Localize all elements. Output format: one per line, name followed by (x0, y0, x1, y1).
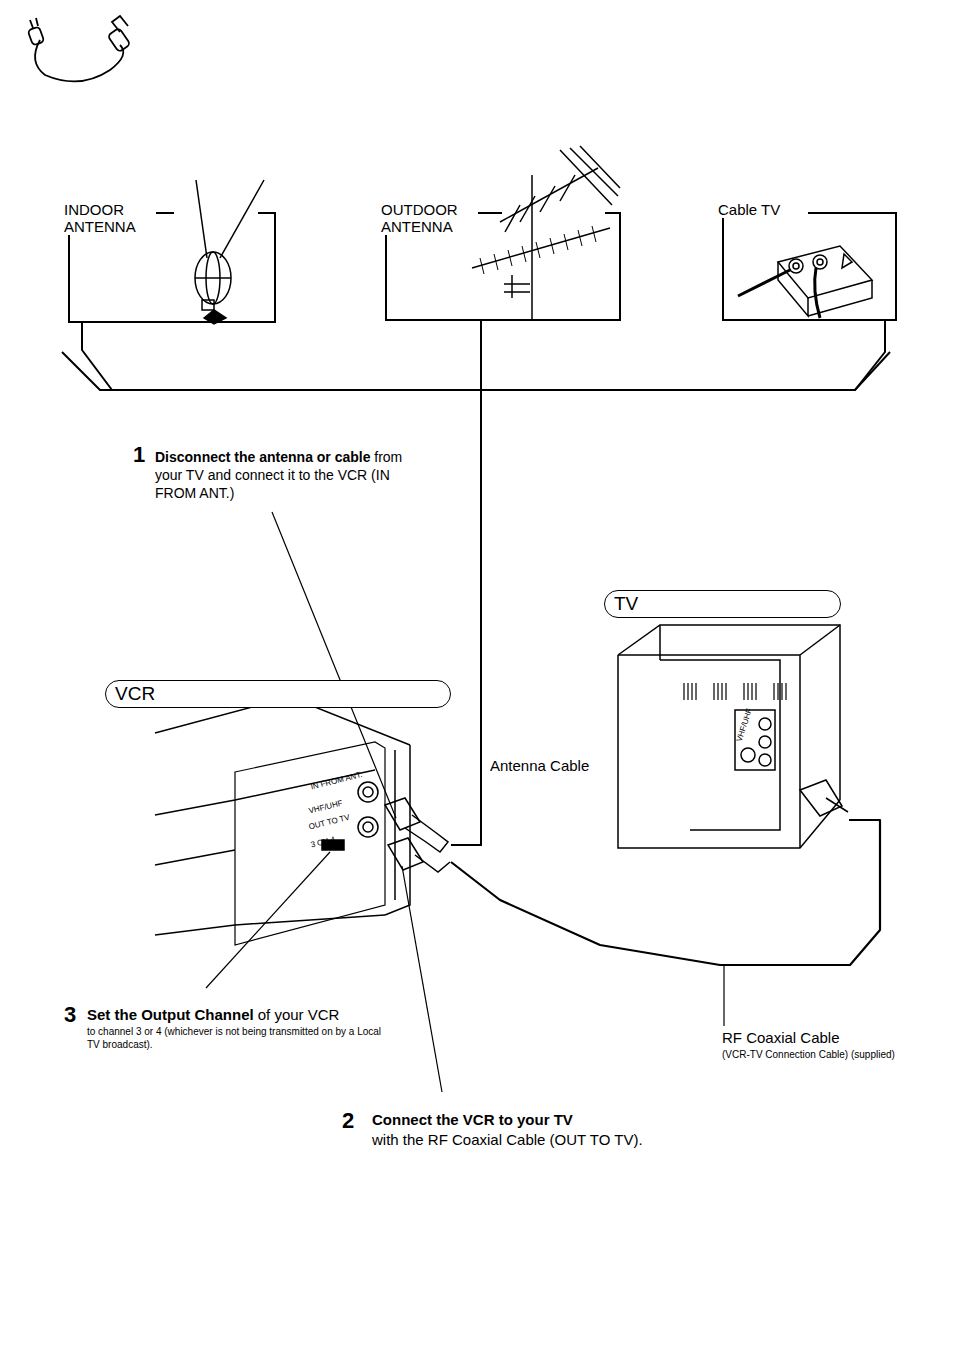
cable-connector (451, 321, 885, 845)
note-text: Set the Output Channel (87, 1006, 254, 1023)
note-text: IN FROM ANT. (310, 770, 363, 792)
source-box: INDOOR ANTENNA (68, 213, 276, 323)
note-text: VHF/UHF (308, 798, 344, 815)
cable-box (738, 246, 872, 318)
source-box: Cable TV (722, 213, 897, 321)
box-heading: OUTDOOR ANTENNA (379, 201, 473, 235)
note-text: Antenna Cable (490, 757, 589, 774)
note-text: of your VCR (258, 1006, 340, 1023)
box-heading: Cable TV (716, 201, 782, 218)
cable-connector (451, 820, 880, 965)
label-group: Antenna Cable (490, 756, 620, 776)
note-text: OUT TO TV (308, 813, 351, 832)
callout-number: 2 (342, 1108, 354, 1133)
label-group: 3 (64, 1000, 86, 1029)
vcr-body (155, 697, 410, 945)
note-text: (VCR-TV Connection Cable) (supplied) (722, 1048, 942, 1061)
bracket (62, 352, 890, 390)
label-group: Set the Output Channelof your VCR to chan… (87, 1005, 387, 1051)
outdoor-antenna (472, 146, 620, 320)
note-text: VHF/UHF (735, 707, 754, 743)
device-pill: VCR (105, 680, 451, 708)
label-group: Disconnect the antenna or cablefrom your… (155, 448, 407, 502)
label-group: VHF/UHF (728, 705, 756, 744)
indoor-antenna (195, 180, 264, 324)
label-group: IN FROM ANT. (308, 763, 364, 793)
label-group: VHF/UHF (306, 792, 344, 818)
callout-number: 3 (64, 1002, 76, 1027)
note-text: to channel 3 or 4 (whichever is not bein… (87, 1025, 387, 1051)
vcr-plugs (385, 798, 450, 872)
device-region: VCR (105, 680, 451, 945)
yagi-elements (480, 226, 596, 274)
label-group: Connect the VCR to your TV with the RF Co… (372, 1110, 672, 1150)
tv-body (618, 625, 848, 848)
note-text: Connect the VCR to your TV (372, 1111, 573, 1128)
callout-number: 1 (133, 442, 145, 467)
note-text: Disconnect the antenna or cable (155, 449, 371, 465)
device-region: TV (612, 590, 849, 860)
note-text: with the RF Coaxial Cable (OUT TO TV). (372, 1130, 672, 1150)
cable-icon (28, 16, 131, 81)
label-group: RF Coaxial Cable (VCR-TV Connection Cable… (722, 1028, 942, 1061)
cable-connector (451, 321, 481, 845)
source-box: OUTDOOR ANTENNA (385, 213, 621, 321)
note-text: RF Coaxial Cable (722, 1029, 840, 1046)
cable-connector (82, 323, 481, 845)
tv-vents (684, 683, 786, 700)
device-pill: TV (604, 590, 841, 618)
box-heading: INDOOR ANTENNA (62, 201, 156, 235)
label-group: 2 (342, 1106, 366, 1135)
